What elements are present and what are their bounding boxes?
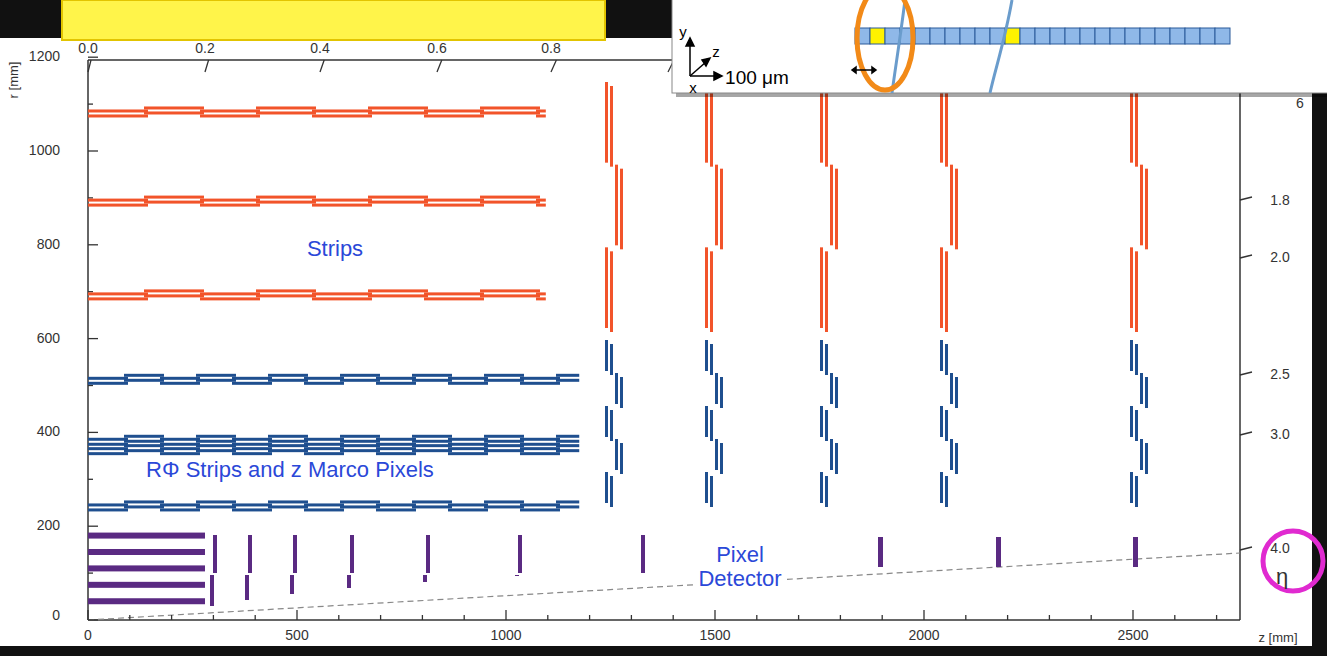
axis-letter: x [689, 80, 697, 97]
r-tick-label: 400 [37, 425, 60, 440]
r-tick-label: 0 [52, 608, 60, 623]
r-tick-label: 1200 [29, 49, 60, 64]
eta-tick-label: 0.8 [541, 41, 560, 56]
z-tick-label: 1000 [490, 628, 521, 643]
r-tick-label: 600 [37, 331, 60, 346]
r-tick-label: 1000 [29, 143, 60, 158]
eta-tick-label: 4.0 [1270, 541, 1289, 556]
detector-elements [88, 82, 1148, 606]
plot-panel [0, 38, 1312, 646]
eta-tick-label: 3.0 [1270, 427, 1289, 442]
eta-tick-label: 0.0 [78, 41, 97, 56]
highlight-circle [1263, 531, 1323, 591]
z-tick-label: 2500 [1117, 628, 1148, 643]
plot-frame [88, 60, 1240, 620]
eta-tick-label: 1.8 [1270, 193, 1289, 208]
eta-line [88, 553, 1240, 620]
r-tick-label: 200 [37, 518, 60, 533]
eta-tick-label: 0.4 [310, 41, 329, 56]
eta-tick-label: 0.2 [195, 41, 214, 56]
title-banner [62, 0, 605, 40]
z-tick-label: 500 [285, 628, 308, 643]
axis-title: r [mm] [7, 62, 21, 99]
r-tick-label: 800 [37, 237, 60, 252]
z-tick-label: 1500 [699, 628, 730, 643]
z-tick-label: 2000 [908, 628, 939, 643]
scale-label: 100 μm [725, 68, 789, 89]
eta-tick-label: 6 [1296, 96, 1304, 111]
axis-ticks [88, 47, 1252, 620]
inset-panel [672, 0, 1327, 97]
axis-letter: z [712, 44, 720, 61]
axis-letter: y [679, 24, 687, 41]
region-label: RΦ Strips and z Marco Pixels [144, 458, 436, 482]
z-tick-label: 0 [84, 628, 92, 643]
eta-tick-label: 0.6 [427, 41, 446, 56]
region-label: Pixel Detector [693, 543, 787, 591]
eta-tick-label: 2.5 [1270, 367, 1289, 382]
eta-symbol: η [1276, 565, 1288, 589]
region-label: Strips [307, 237, 363, 261]
axis-title: z [mm] [1259, 631, 1298, 645]
eta-tick-label: 2.0 [1270, 250, 1289, 265]
